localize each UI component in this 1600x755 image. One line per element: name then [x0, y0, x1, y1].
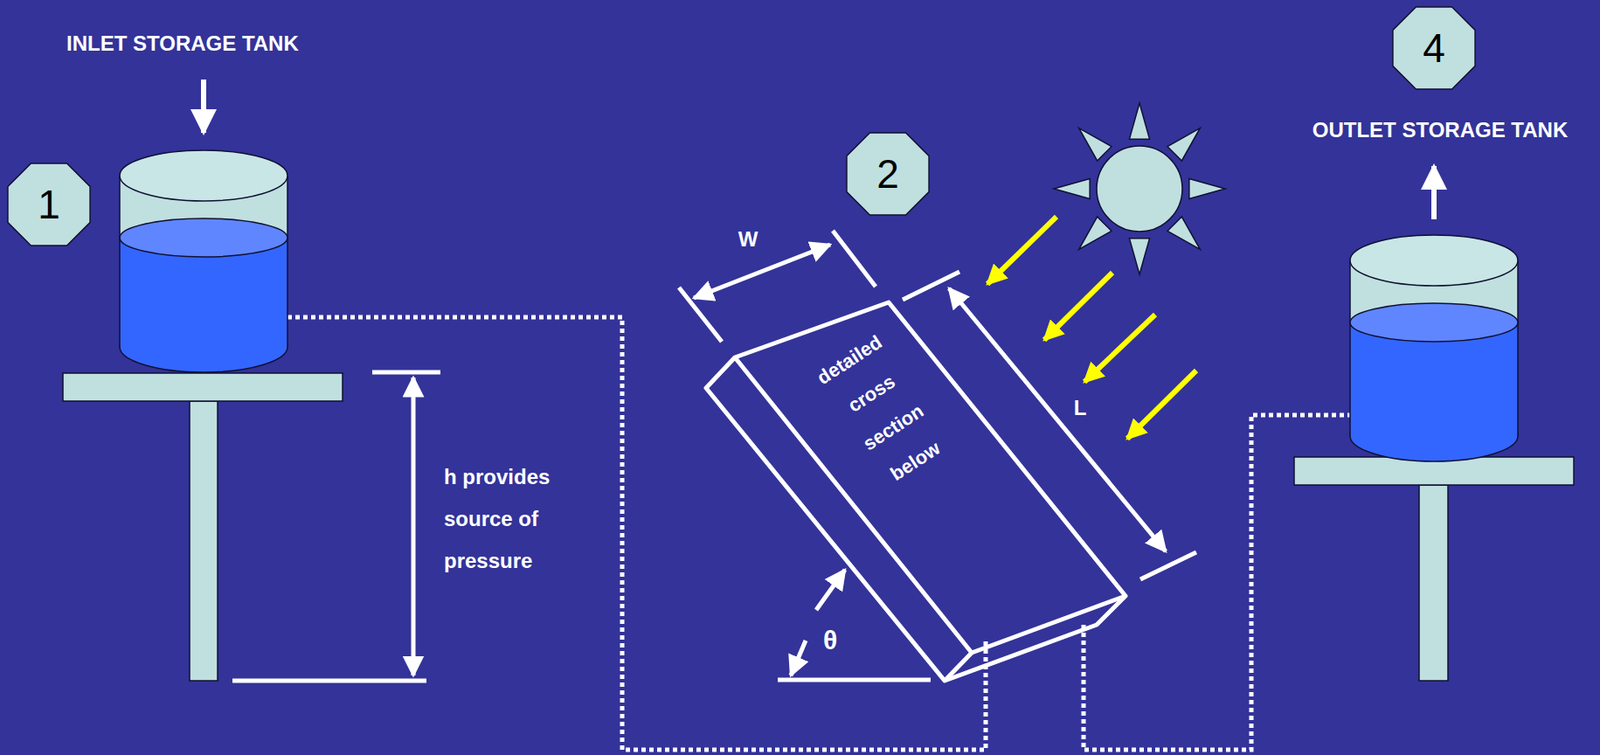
callout-number: 2: [845, 131, 931, 217]
inlet-stand: [62, 373, 343, 681]
sun-disc: [1096, 145, 1183, 232]
solar-collector: [706, 302, 1126, 681]
callout-number: 4: [1391, 5, 1477, 91]
collector-panel: detailed cross section below: [797, 316, 968, 505]
inlet-pipe: [287, 317, 986, 750]
sun: [1053, 103, 1226, 275]
sun-ray: [1129, 238, 1150, 275]
sun-ray: [1167, 128, 1200, 161]
outlet-arrow: [1431, 166, 1437, 220]
sun-ray: [1129, 103, 1150, 139]
panel-label: detailed cross section below: [797, 316, 968, 505]
tilt-angle: [777, 569, 931, 680]
sun-rays: [987, 216, 1197, 439]
outlet-tank: [1350, 235, 1518, 462]
tank-label: OUTLET STORAGE TANK: [1312, 117, 1568, 143]
note: h provides source of pressure: [443, 456, 575, 582]
dimension-label: W: [738, 227, 759, 252]
callout-text: 4: [1422, 24, 1446, 72]
width-dimension: [678, 230, 876, 342]
sun-ray: [1079, 216, 1112, 250]
tank-label: INLET STORAGE TANK: [66, 31, 299, 56]
outlet-stand: [1294, 457, 1574, 681]
dimension-label: L: [1073, 395, 1088, 421]
callout-number: 1: [6, 161, 92, 248]
callout-text: 1: [37, 180, 61, 229]
angle-label: θ: [823, 625, 838, 656]
sun-ray: [1189, 178, 1226, 199]
sun-ray: [1053, 178, 1090, 199]
height-dimension: [232, 372, 441, 681]
inlet-tank: [119, 150, 288, 373]
inlet-arrow: [200, 79, 207, 133]
sun-ray: [1079, 128, 1112, 161]
sun-ray: [1167, 216, 1200, 250]
length-dimension: [902, 271, 1197, 580]
callout-text: 2: [876, 150, 900, 198]
